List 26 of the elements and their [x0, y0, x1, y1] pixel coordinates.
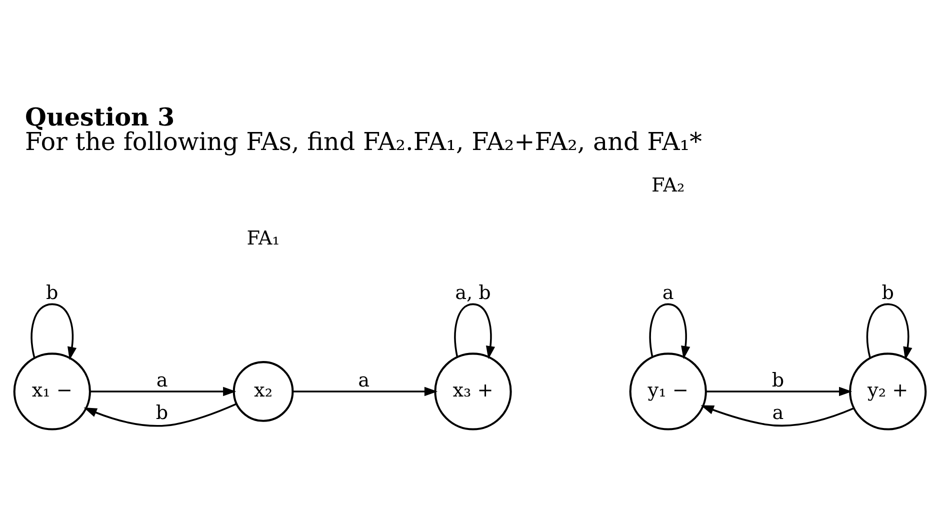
- arrow: [706, 386, 852, 396]
- arrow: [700, 405, 854, 426]
- arrow: [90, 386, 236, 396]
- label: FA₁: [246, 226, 280, 250]
- node-circle: y₁ −: [629, 352, 707, 430]
- edge-label: a: [772, 401, 784, 424]
- arrow: [30, 303, 77, 360]
- edge-label: b: [772, 368, 784, 392]
- edge-label: b: [46, 280, 58, 304]
- arrow: [292, 386, 438, 396]
- arrow: [866, 303, 912, 360]
- edge-label: a: [156, 368, 168, 392]
- arrow: [454, 303, 496, 360]
- node-circle: y₂ +: [849, 352, 927, 430]
- edge-label: a: [662, 280, 674, 304]
- edge-label: a, b: [455, 280, 491, 304]
- arrow: [84, 403, 237, 427]
- node-circle: x₁ −: [13, 352, 91, 430]
- node-circle: x₂: [232, 361, 294, 422]
- diagram-title: Question 3: [25, 102, 175, 132]
- edge-label: a: [358, 368, 370, 392]
- node-circle: x₃ +: [434, 352, 512, 430]
- label: FA₂: [652, 173, 685, 196]
- arrow: [649, 303, 690, 360]
- edge-label: b: [156, 401, 168, 424]
- edge-label: b: [882, 280, 894, 304]
